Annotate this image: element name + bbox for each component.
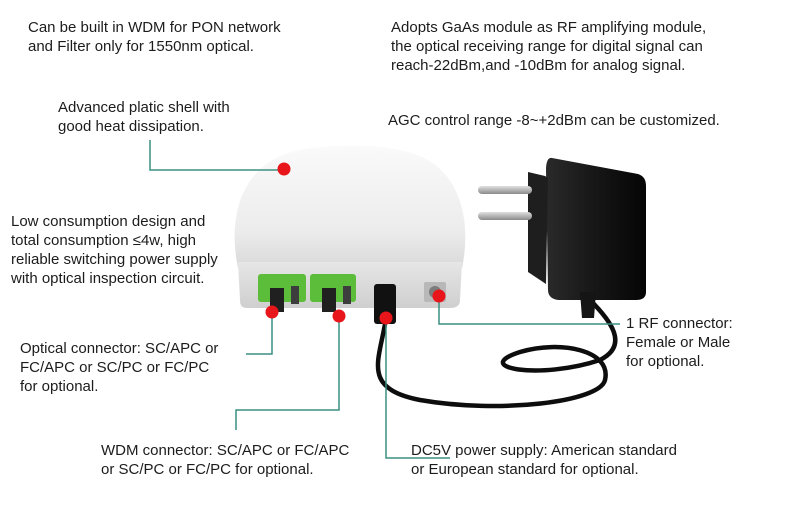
receiver-device [234,145,466,324]
annotation-plastic-shell: Advanced platic shell with good heat dis… [58,99,230,135]
leader-line-optical [246,312,273,355]
annotation-agc-range: AGC control range -8~+2dBm can be custom… [388,112,720,129]
marker-shell [277,162,291,176]
marker-wdm [332,309,346,323]
markers [265,162,446,325]
annotation-rf-connector: 1 RF connector: Female or Male for optio… [626,315,733,370]
annotation-gaas-module: Adopts GaAs module as RF amplifying modu… [391,19,707,74]
annotation-wdm-connector: WDM connector: SC/APC or FC/APC or SC/PC… [101,442,350,478]
leader-line-wdm [235,316,340,430]
marker-optical [265,305,279,319]
leader-line-shell [149,140,284,171]
marker-rf [432,289,446,303]
leader-line-dc [385,318,450,459]
leader-lines [149,140,620,459]
annotation-wdm-filter: Can be built in WDM for PON network and … [28,19,281,55]
power-cable [375,287,618,409]
annotation-optical-connector: Optical connector: SC/APC or FC/APC or S… [20,340,219,395]
annotation-low-consumption: Low consumption design and total consump… [11,213,218,287]
marker-dc [379,311,393,325]
annotation-dc-power: DC5V power supply: American standard or … [411,442,677,478]
power-adapter [478,157,646,318]
leader-line-rf [438,296,620,325]
